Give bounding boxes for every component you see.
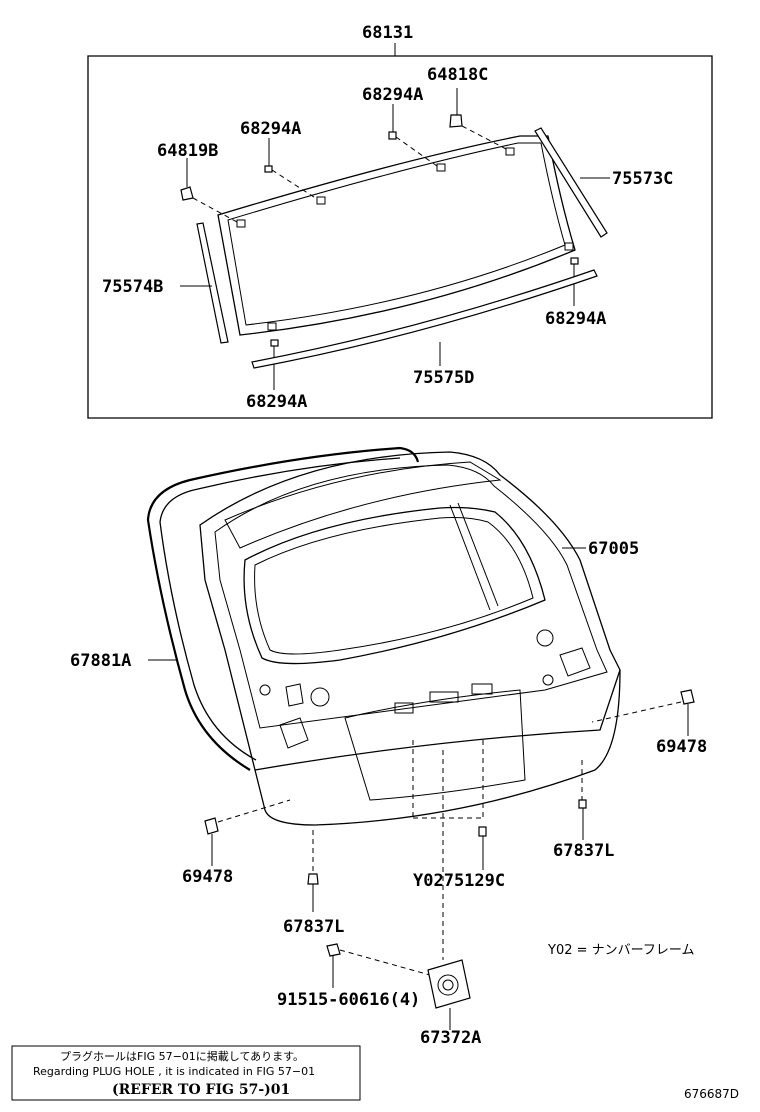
label-67837l-left: 67837L: [283, 917, 344, 937]
spacer-68294a-bottom: [270, 339, 279, 390]
label-68294a-bottom: 68294A: [246, 392, 307, 412]
label-67837l-right: 67837L: [553, 841, 614, 861]
label-91515-60616: 91515-60616(4): [277, 990, 420, 1010]
label-64818c: 64818C: [427, 65, 488, 85]
spacer-68294a-left: [264, 138, 318, 200]
molding-75574b: [180, 222, 229, 344]
note-reference: (REFER TO FIG 57-)01: [112, 1082, 290, 1098]
label-68294a-top: 68294A: [362, 85, 423, 105]
label-68131: 68131: [362, 23, 413, 43]
stopper-67837l-left: [307, 830, 319, 912]
label-68294a-left: 68294A: [240, 119, 301, 139]
glass-group: [87, 43, 713, 419]
cushion-69478-right: [591, 689, 695, 736]
bolt-91515-60616: [326, 943, 431, 988]
label-68294a-right: 68294A: [545, 309, 606, 329]
spacer-68294a-right: [570, 257, 579, 306]
label-69478-left: 69478: [182, 867, 233, 887]
label-y0275129c: Y0275129C: [413, 871, 505, 891]
stopper-67837l-right: [578, 760, 587, 840]
clip-64818c: [449, 88, 509, 151]
molding-75573c: [534, 127, 610, 238]
label-64819b: 64819B: [157, 141, 218, 161]
label-75574b: 75574B: [102, 277, 163, 297]
spacer-68294a-top: [388, 104, 438, 167]
weatherstrip-67881a: [146, 446, 420, 771]
label-75575d: 75575D: [413, 368, 474, 388]
plug-hole-note: プラグホールはFIG 57−01に掲載してあります。 Regarding PLU…: [11, 1045, 361, 1101]
label-67005: 67005: [588, 539, 639, 559]
label-69478-right: 69478: [656, 737, 707, 757]
back-window-glass: [217, 135, 576, 336]
cushion-69478-left: [204, 799, 291, 866]
note-japanese: プラグホールはFIG 57−01に掲載してあります。: [60, 1049, 304, 1063]
label-75573c: 75573C: [612, 169, 673, 189]
figure-id: 676687D: [684, 1087, 739, 1101]
legend-y02: Y02 = ナンバーフレーム: [547, 943, 694, 958]
molding-75575d: [251, 269, 598, 369]
label-67372a: 67372A: [420, 1028, 481, 1048]
number-frame-y0275129c: [412, 740, 487, 870]
label-67881a: 67881A: [70, 651, 131, 671]
clip-64819b: [180, 158, 238, 223]
lock-67372a: [427, 750, 471, 1030]
back-door: [146, 446, 621, 826]
note-english: Regarding PLUG HOLE , it is indicated in…: [33, 1065, 315, 1078]
